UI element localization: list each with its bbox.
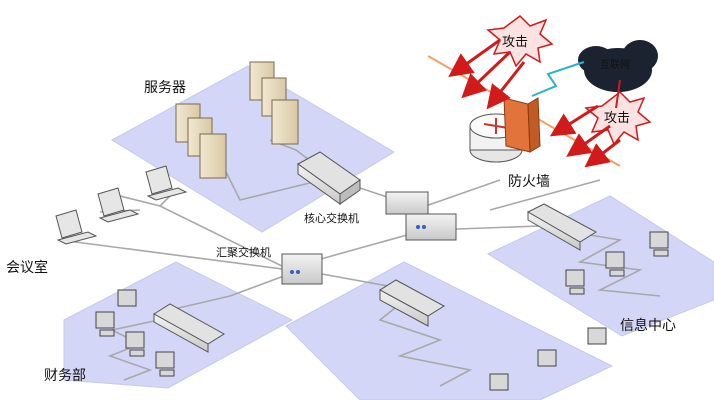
office-zone <box>285 261 614 400</box>
attack-arrows <box>448 38 621 168</box>
label-internet: 互联网 <box>600 59 630 71</box>
aggregation-switch-icon <box>281 253 323 285</box>
network-cables <box>59 139 661 387</box>
firewall-icon <box>503 97 541 153</box>
label-attack-right: 攻击 <box>604 111 630 126</box>
server-icon <box>175 61 299 179</box>
label-meeting-room: 会议室 <box>6 259 48 276</box>
attack-arrow-stem <box>615 79 621 109</box>
label-firewall: 防火墙 <box>508 174 550 190</box>
info-center-zone <box>486 195 714 337</box>
finance-switch-icon <box>153 303 225 353</box>
attack-burst-icon <box>486 15 554 68</box>
label-attack-top: 攻击 <box>502 35 528 50</box>
lightning-icon <box>531 61 585 97</box>
info-center-switch-icon <box>526 203 597 251</box>
laptop-icon <box>55 165 188 245</box>
office-switch-icon <box>379 279 445 327</box>
label-core-switch: 核心交换机 <box>304 211 359 225</box>
label-info-center: 信息中心 <box>620 317 676 334</box>
core-switch-stack-icon <box>385 191 457 241</box>
cloud-icon <box>578 40 658 92</box>
label-aggregation-switch: 汇聚交换机 <box>216 245 271 259</box>
desktop-computer-icon <box>95 231 669 391</box>
label-finance-dept: 财务部 <box>44 368 86 384</box>
core-switch-icon <box>297 151 361 205</box>
label-servers: 服务器 <box>144 80 186 96</box>
